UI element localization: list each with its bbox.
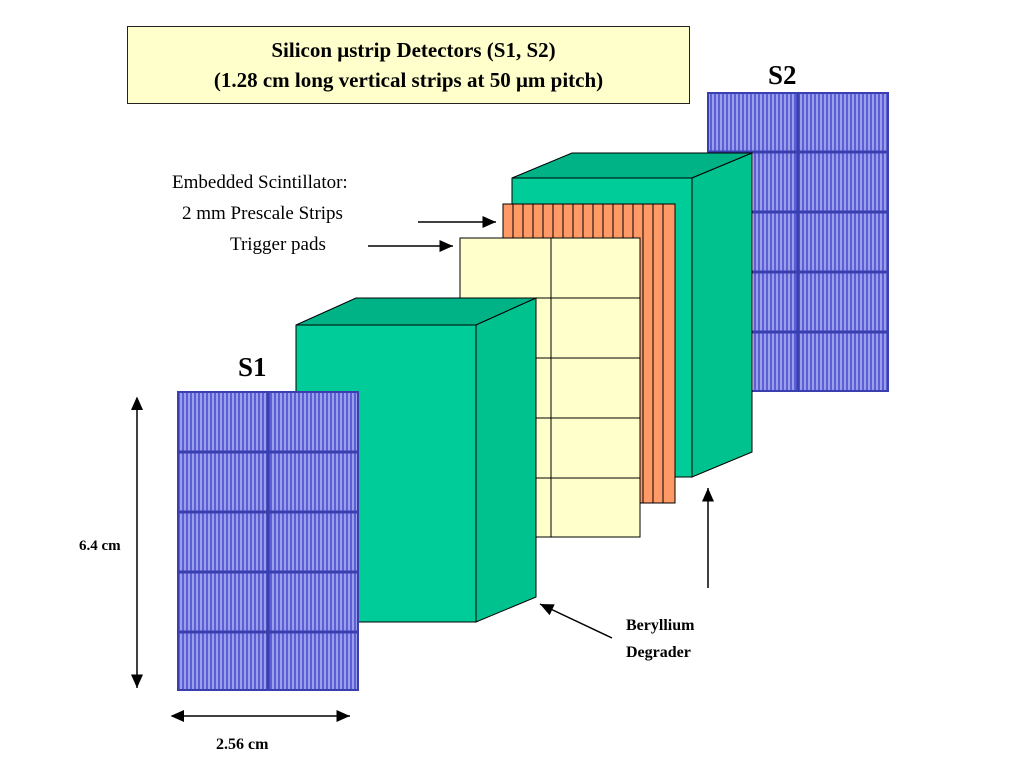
scintillator-label-line-1: Embedded Scintillator: <box>172 172 348 193</box>
scintillator-label-line-2: 2 mm Prescale Strips <box>182 203 343 224</box>
beryllium-label-line-2: Degrader <box>626 644 691 661</box>
height-dimension-label: 6.4 cm <box>79 538 121 554</box>
s1-label: S1 <box>238 352 267 382</box>
width-dimension-label: 2.56 cm <box>216 736 269 753</box>
trigger-pads-label: Trigger pads <box>230 234 326 255</box>
title-line-1: Silicon μstrip Detectors (S1, S2) <box>271 38 556 62</box>
title-box: Silicon μstrip Detectors (S1, S2) (1.28 … <box>127 26 690 104</box>
beryllium-label-line-1: Beryllium <box>626 617 695 634</box>
title-line-2: (1.28 cm long vertical strips at 50 μm p… <box>213 68 604 92</box>
s2-label: S2 <box>768 60 797 90</box>
s1-silicon-detector <box>177 391 359 691</box>
beryllium-arrow-front <box>539 603 613 639</box>
